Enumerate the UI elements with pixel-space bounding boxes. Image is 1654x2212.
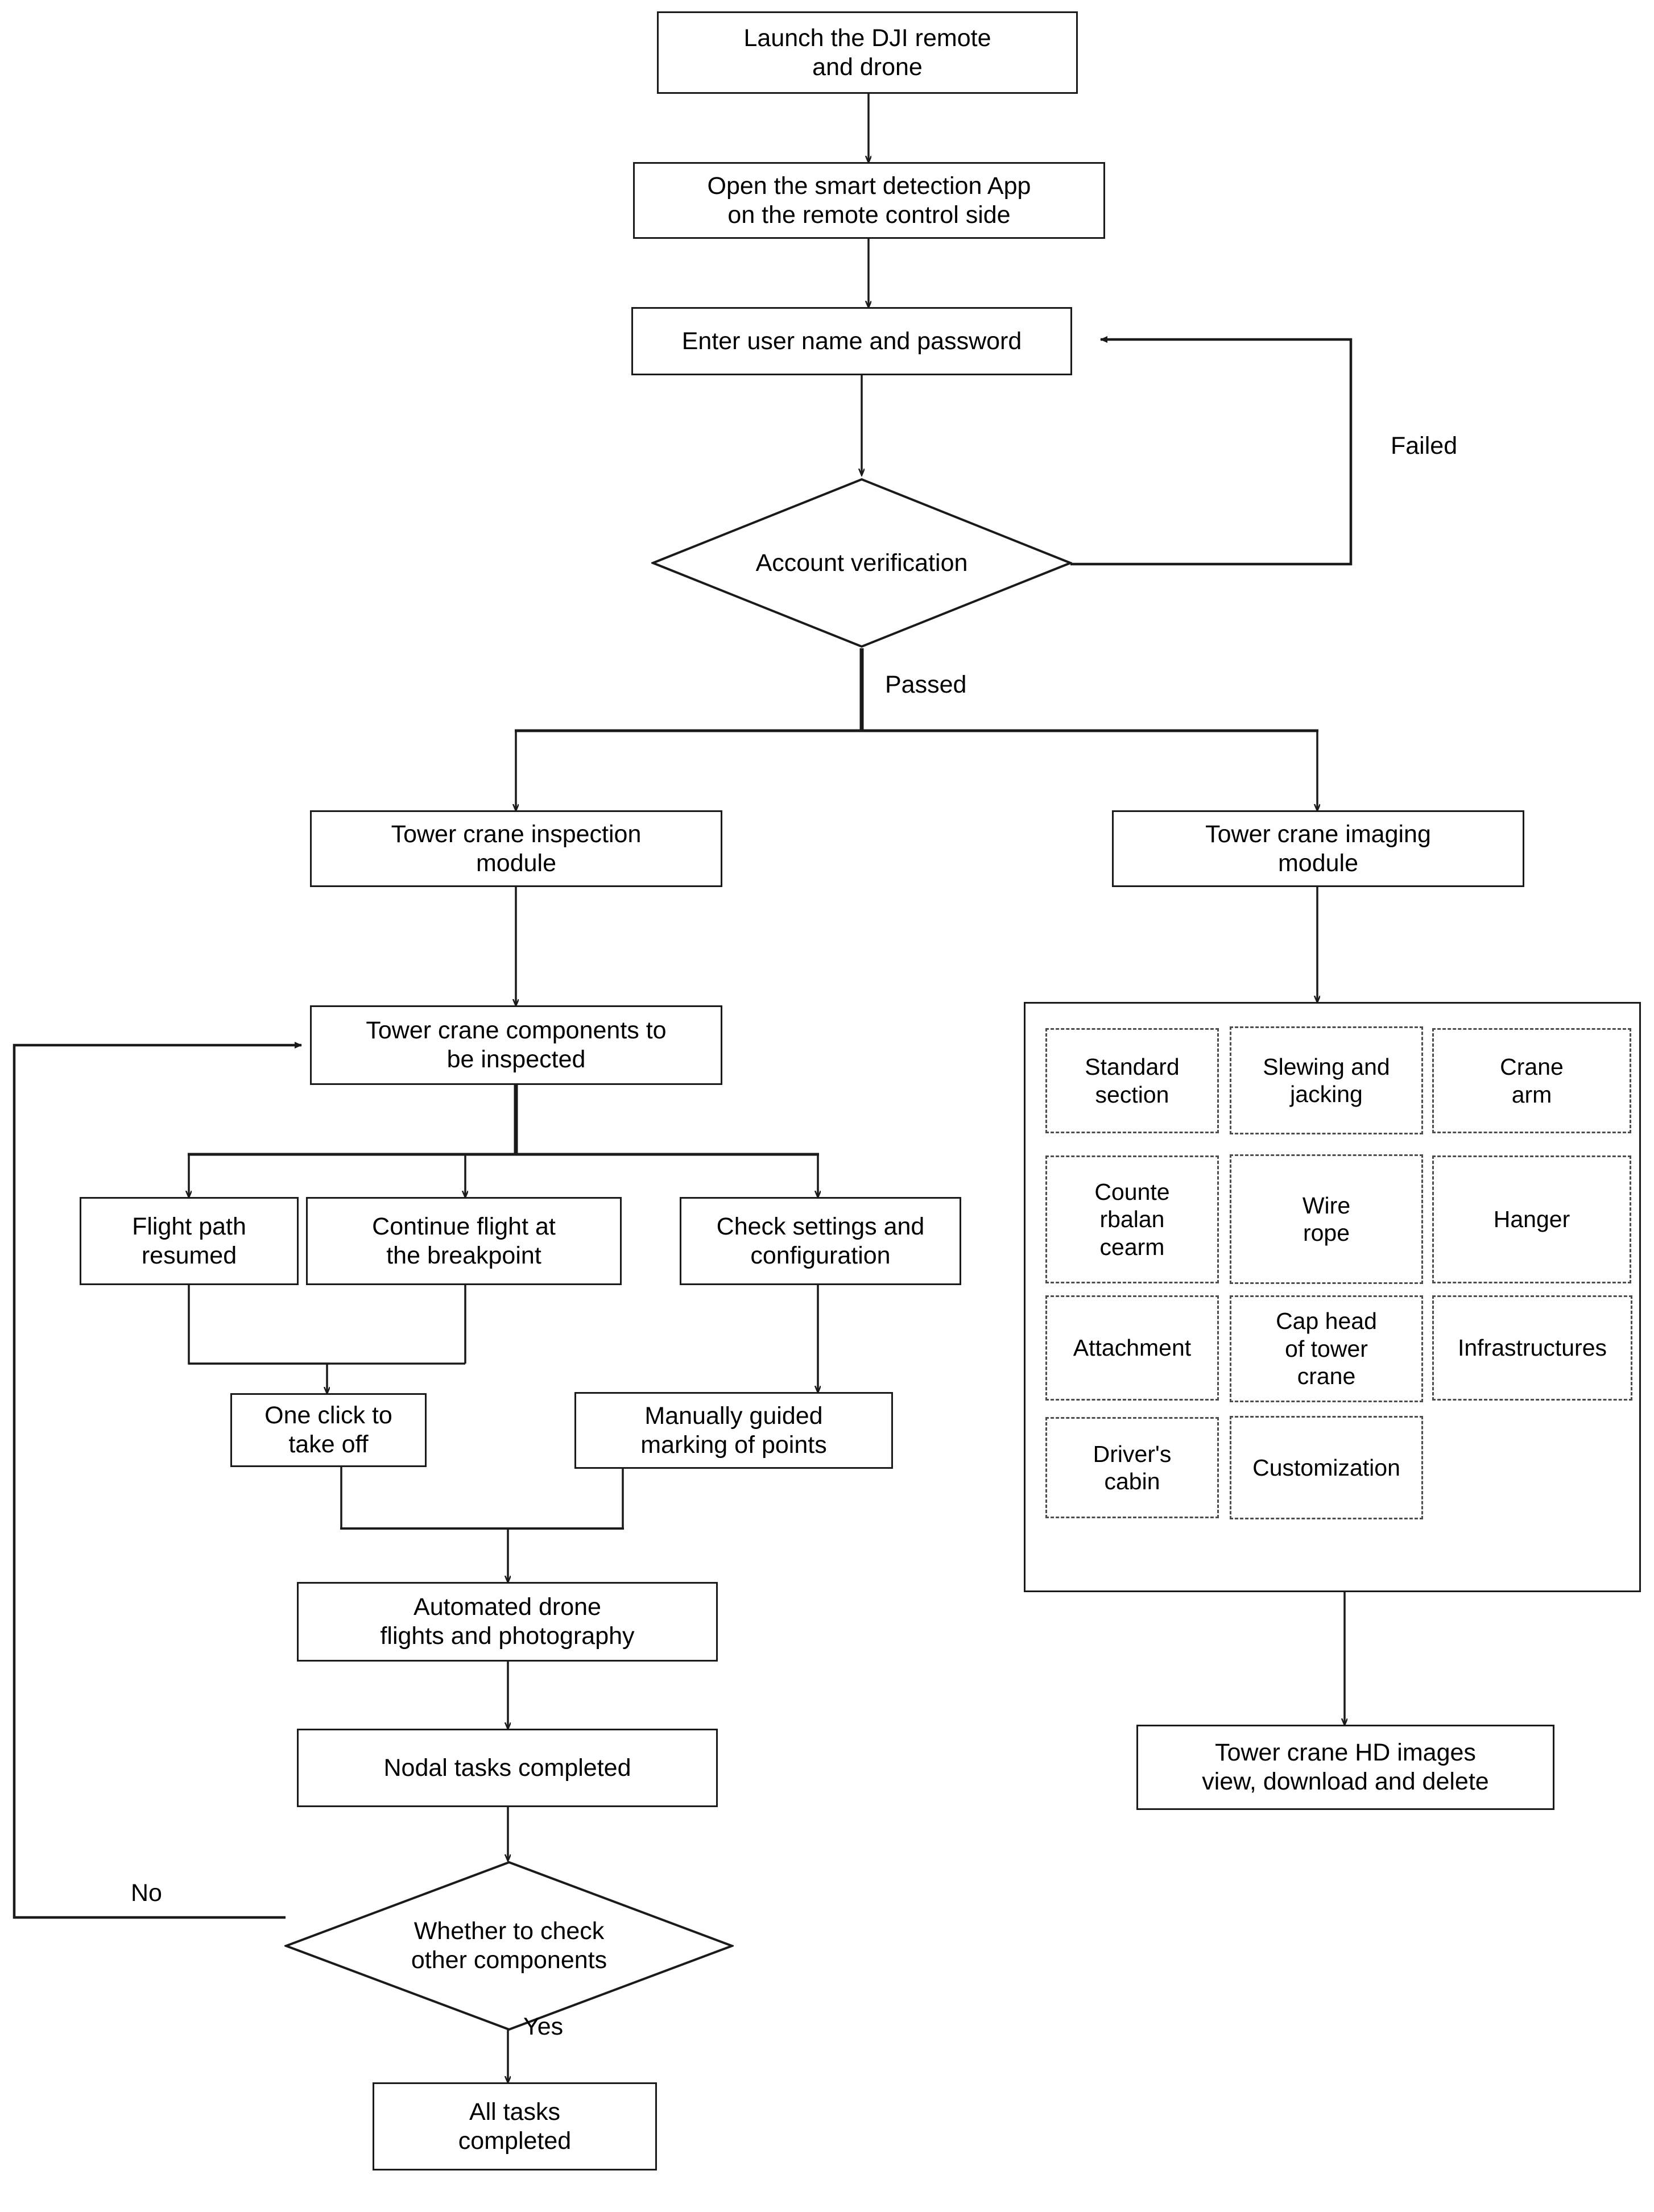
node-launch[interactable]: Launch the DJI remote and drone <box>657 11 1078 94</box>
grid-cell-crane-arm[interactable]: Crane arm <box>1432 1028 1631 1133</box>
grid-cell-slewing-jacking[interactable]: Slewing and jacking <box>1230 1026 1423 1134</box>
node-nodal-tasks-completed[interactable]: Nodal tasks completed <box>297 1729 718 1807</box>
grid-cell-hanger[interactable]: Hanger <box>1432 1155 1631 1283</box>
grid-cell-infrastructures[interactable]: Infrastructures <box>1432 1295 1632 1401</box>
edge-label-yes: Yes <box>523 2013 564 2040</box>
grid-cell-wire-rope[interactable]: Wire rope <box>1230 1154 1423 1284</box>
node-automated-flights[interactable]: Automated drone flights and photography <box>297 1582 718 1662</box>
node-hd-images[interactable]: Tower crane HD images view, download and… <box>1136 1725 1554 1810</box>
grid-cell-attachment[interactable]: Attachment <box>1045 1295 1219 1401</box>
edge-label-passed: Passed <box>885 671 967 698</box>
edge-label-failed: Failed <box>1391 432 1458 459</box>
whether-check-label: Whether to check other components <box>411 1917 607 1974</box>
grid-cell-cap-head-tower-crane[interactable]: Cap head of tower crane <box>1230 1295 1423 1402</box>
grid-cell-customization[interactable]: Customization <box>1230 1416 1423 1519</box>
node-manual-marking[interactable]: Manually guided marking of points <box>574 1392 893 1469</box>
node-open-app[interactable]: Open the smart detection App on the remo… <box>633 162 1105 239</box>
node-enter-credentials[interactable]: Enter user name and password <box>631 307 1072 375</box>
node-account-verification[interactable]: Account verification <box>651 478 1072 648</box>
grid-cell-counterbalance-arm[interactable]: Counte rbalan cearm <box>1045 1155 1219 1283</box>
node-check-settings-configuration[interactable]: Check settings and configuration <box>680 1197 961 1285</box>
node-components-to-inspect[interactable]: Tower crane components to be inspected <box>310 1005 722 1085</box>
node-continue-flight-breakpoint[interactable]: Continue flight at the breakpoint <box>306 1197 622 1285</box>
grid-cell-standard-section[interactable]: Standard section <box>1045 1028 1219 1133</box>
edge-label-no: No <box>131 1879 162 1907</box>
grid-cell-drivers-cabin[interactable]: Driver's cabin <box>1045 1417 1219 1518</box>
node-whether-check-other-components[interactable]: Whether to check other components <box>284 1861 734 2031</box>
node-imaging-module[interactable]: Tower crane imaging module <box>1112 810 1524 887</box>
account-verification-label: Account verification <box>755 549 968 577</box>
node-all-tasks-completed[interactable]: All tasks completed <box>373 2082 657 2170</box>
node-one-click-takeoff[interactable]: One click to take off <box>230 1393 427 1467</box>
node-inspection-module[interactable]: Tower crane inspection module <box>310 810 722 887</box>
node-flight-path-resumed[interactable]: Flight path resumed <box>80 1197 299 1285</box>
